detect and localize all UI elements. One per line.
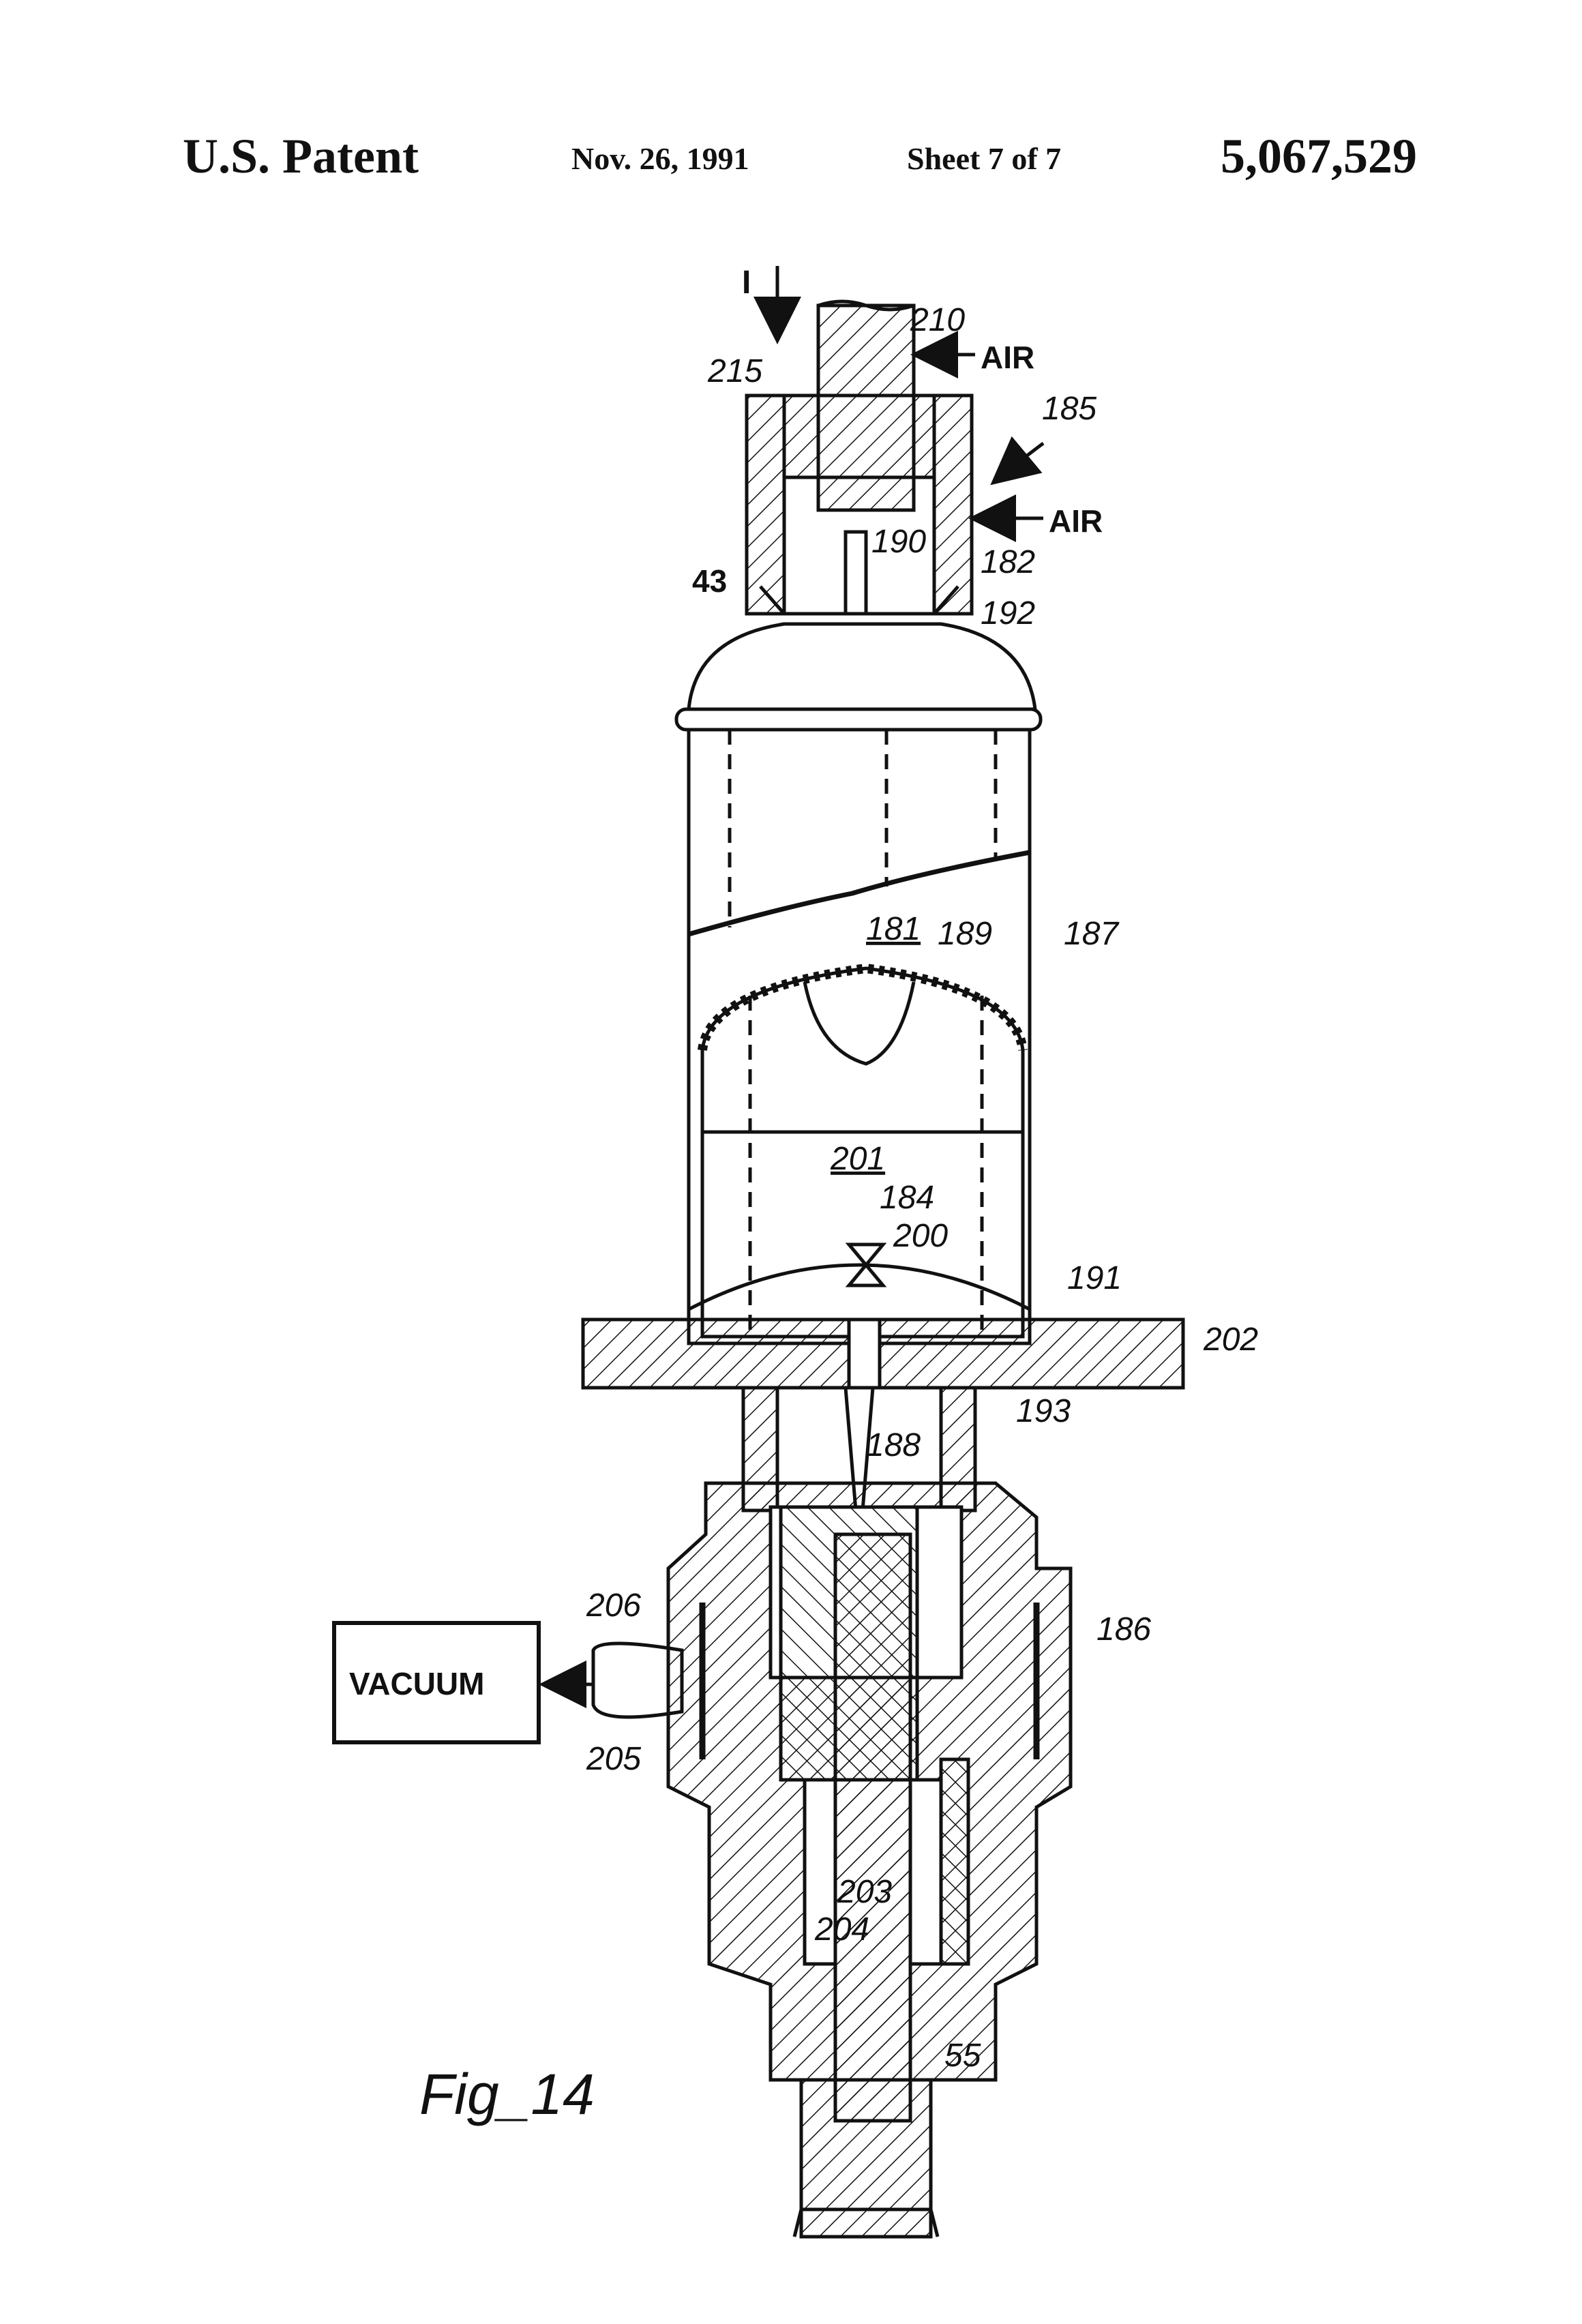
- ref-55: 55: [944, 2038, 981, 2074]
- ref-203: 203: [837, 1874, 892, 1910]
- bottom-shaft: [801, 2080, 931, 2237]
- ref-201: 201: [830, 1141, 885, 1177]
- plate-202: [583, 1320, 1183, 1388]
- ref-186: 186: [1096, 1611, 1151, 1648]
- ref-193: 193: [1016, 1393, 1071, 1429]
- ref-215: 215: [707, 353, 762, 389]
- figure-caption: Fig_14: [419, 2062, 595, 2126]
- ref-188: 188: [866, 1427, 921, 1463]
- ref-189: 189: [938, 916, 992, 952]
- ref-43: 43: [692, 563, 727, 599]
- ref-200: 200: [893, 1218, 948, 1254]
- ref-190: 190: [871, 524, 926, 560]
- can-rim: [676, 709, 1041, 730]
- air-label-side: AIR: [1049, 503, 1103, 539]
- top-shaft: [818, 306, 914, 510]
- drawing-lines: [334, 266, 1183, 2237]
- ref-181: 181: [866, 911, 921, 947]
- arrow-label-i: I: [742, 265, 751, 301]
- ref-184: 184: [880, 1180, 934, 1216]
- can-dome: [689, 624, 1035, 709]
- ref-185: 185: [1042, 391, 1096, 427]
- ref-206: 206: [586, 1588, 641, 1624]
- ref-191: 191: [1067, 1260, 1122, 1296]
- ref-187: 187: [1064, 916, 1120, 952]
- ref-204: 204: [814, 1911, 869, 1948]
- vacuum-label: VACUUM: [349, 1666, 484, 1701]
- air-label-top: AIR: [981, 340, 1034, 375]
- ref-210: 210: [910, 302, 965, 338]
- ref-192: 192: [981, 595, 1035, 631]
- ref-205: 205: [586, 1741, 641, 1777]
- ref-202: 202: [1203, 1322, 1258, 1358]
- can-body: [689, 730, 1030, 1343]
- ref-182: 182: [981, 544, 1035, 580]
